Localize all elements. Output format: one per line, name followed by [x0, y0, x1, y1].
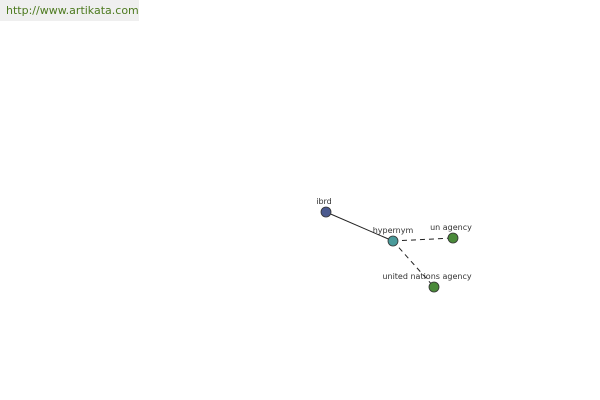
edge-hypernym-un-agency — [392, 237, 454, 242]
node-united-nations-agency[interactable]: united nations agency — [382, 272, 472, 293]
node-un-agency[interactable]: un agency — [430, 223, 472, 244]
node-un-agency-label: un agency — [430, 223, 472, 232]
node-ibrd-label: ibrd — [316, 197, 332, 206]
graph-edges — [325, 211, 454, 288]
edge-ibrd-hypernym — [325, 211, 394, 242]
edge-hypernym-united-nations-agency — [392, 240, 435, 288]
node-hypernym-marker[interactable] — [387, 235, 399, 247]
node-un-agency-marker[interactable] — [447, 232, 459, 244]
node-hypernym[interactable]: hypernym — [373, 226, 414, 247]
node-hypernym-label: hypernym — [373, 226, 414, 235]
node-united-nations-agency-label: united nations agency — [382, 272, 471, 281]
node-ibrd[interactable]: ibrd — [316, 197, 332, 218]
graph-nodes: ibrd hypernym un agency united nations a… — [316, 197, 472, 293]
node-ibrd-marker[interactable] — [320, 206, 332, 218]
node-united-nations-agency-marker[interactable] — [428, 281, 440, 293]
site-url-watermark[interactable]: http://www.artikata.com — [0, 0, 139, 21]
